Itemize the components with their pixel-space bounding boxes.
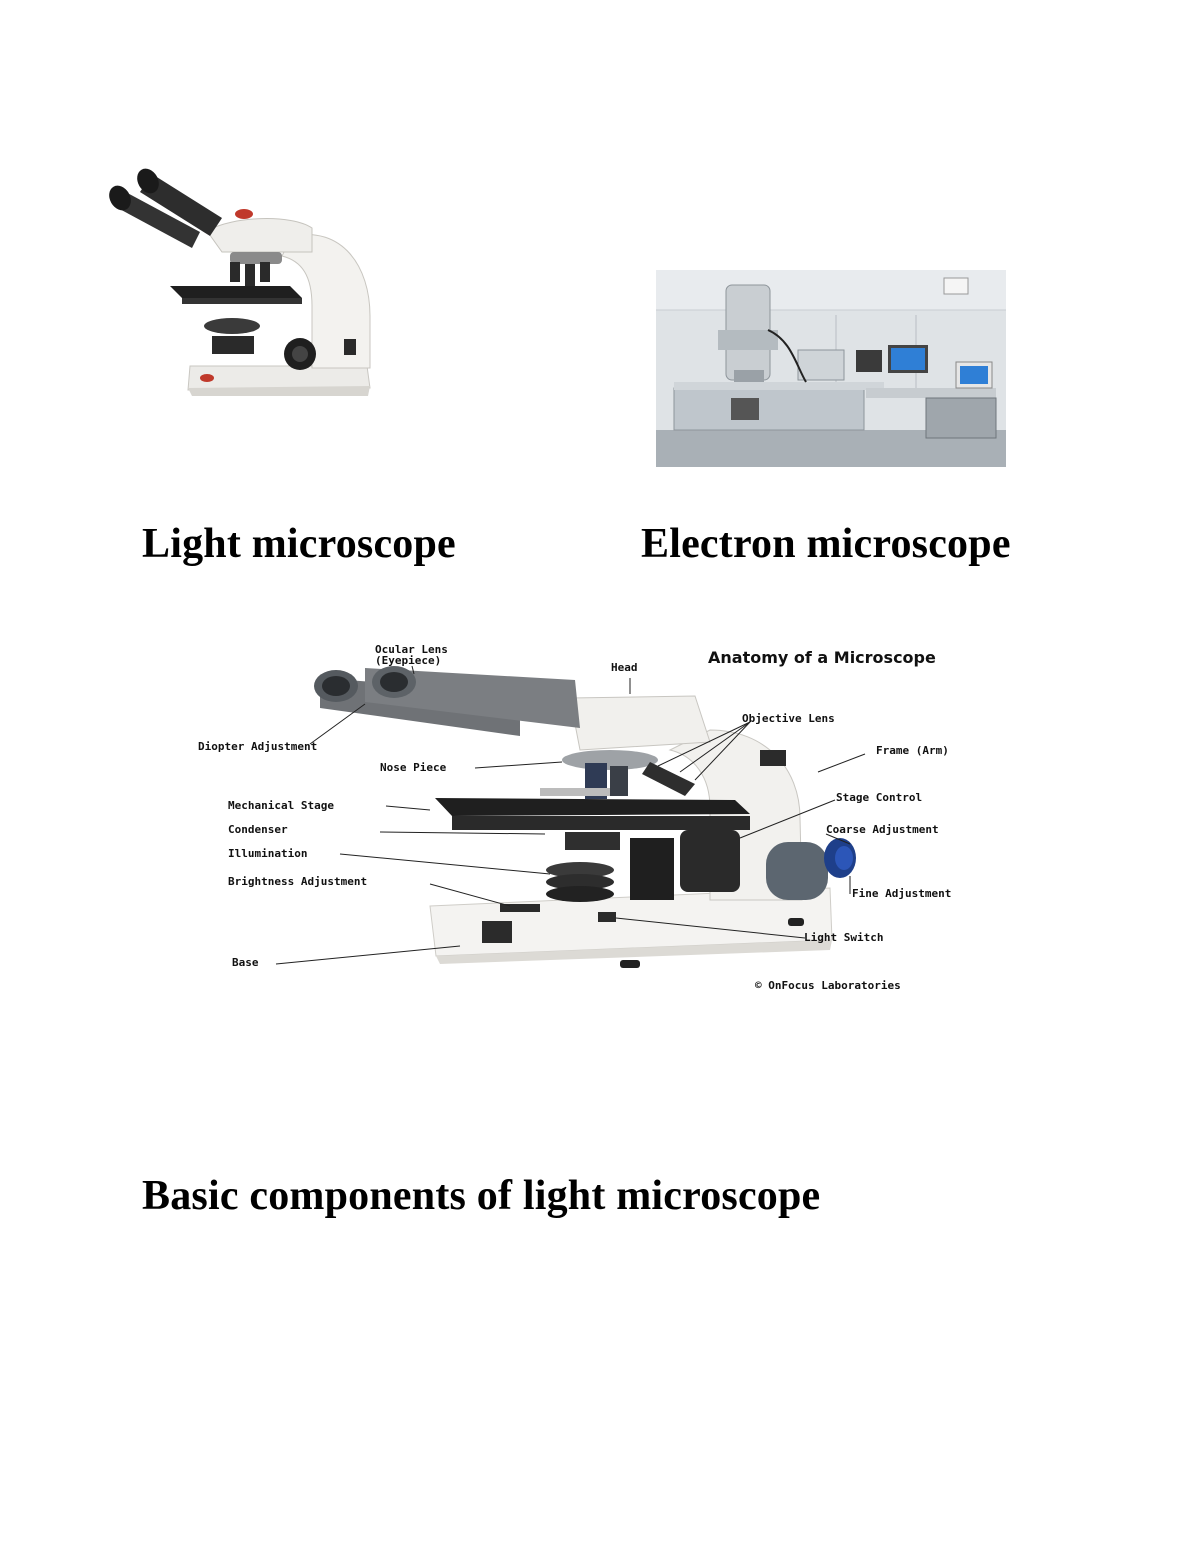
label-fine-adjustment: Fine Adjustment [852,887,952,900]
label-stage-control: Stage Control [836,791,923,804]
anatomy-microscope-illustration [275,665,866,968]
label-mechanical-stage: Mechanical Stage [228,799,334,812]
diagram-copyright: © OnFocus Laboratories [755,979,901,992]
label-illumination: Illumination [228,847,308,860]
light-microscope-image [109,156,382,398]
anatomy-diagram: Anatomy of a Microscope © OnFocus Labora… [190,638,1010,1003]
label-brightness-adjustment: Brightness Adjustment [228,875,368,888]
light-microscope-caption: Light microscope [142,521,456,567]
label-diopter-adjustment: Diopter Adjustment [198,740,318,753]
components-heading: Basic components of light microscope [142,1173,821,1219]
label-eyepiece: (Eyepiece) [375,654,442,667]
label-light-switch: Light Switch [804,931,884,944]
electron-microscope-image [656,270,1006,467]
label-condenser: Condenser [228,823,288,836]
label-head: Head [611,661,638,674]
label-coarse-adjustment: Coarse Adjustment [826,823,939,836]
diagram-title: Anatomy of a Microscope [708,648,936,667]
label-base: Base [232,956,259,969]
label-ocular-lens: Ocular Lens [375,643,448,656]
label-objective-lens: Objective Lens [742,712,835,725]
label-frame-arm: Frame (Arm) [876,744,949,757]
electron-microscope-caption: Electron microscope [641,521,1011,567]
label-nose-piece: Nose Piece [380,761,447,774]
